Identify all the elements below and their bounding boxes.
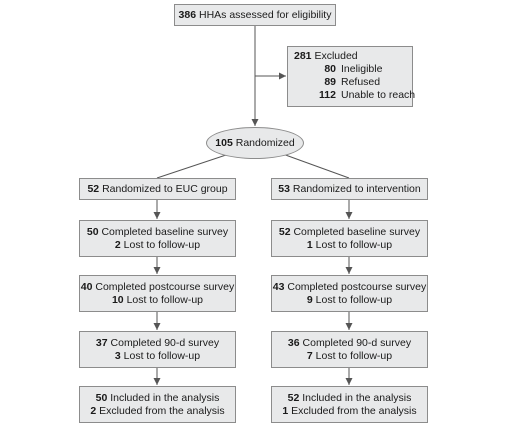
analysis-box-euc: 50 Included in the analysis 2 Excluded f… — [79, 386, 236, 423]
postcourse-box-euc: 40 Completed postcourse survey 10 Lost t… — [79, 275, 236, 312]
day90-box-intervention: 36 Completed 90-d survey 7 Lost to follo… — [271, 331, 428, 368]
baseline-box-euc: 50 Completed baseline survey 2 Lost to f… — [79, 220, 236, 257]
connector-randomized-right — [279, 152, 350, 179]
randomized-text: 105 Randomized — [215, 137, 295, 149]
assessed-text: 386 HHAs assessed for eligibility — [178, 8, 332, 21]
randomized-node: 105 Randomized — [206, 127, 304, 159]
postcourse-box-intervention: 43 Completed postcourse survey 9 Lost to… — [271, 275, 428, 312]
analysis-box-intervention: 52 Included in the analysis 1 Excluded f… — [271, 386, 428, 423]
day90-box-euc: 37 Completed 90-d survey 3 Lost to follo… — [79, 331, 236, 368]
baseline-box-intervention: 52 Completed baseline survey 1 Lost to f… — [271, 220, 428, 257]
allocation-box-intervention: 53 Randomized to intervention — [271, 178, 428, 200]
connector-randomized-left — [156, 152, 233, 179]
allocation-box-euc: 52 Randomized to EUC group — [79, 178, 236, 200]
assessed-box: 386 HHAs assessed for eligibility — [174, 4, 336, 26]
excluded-header: 281 Excluded — [294, 50, 358, 62]
